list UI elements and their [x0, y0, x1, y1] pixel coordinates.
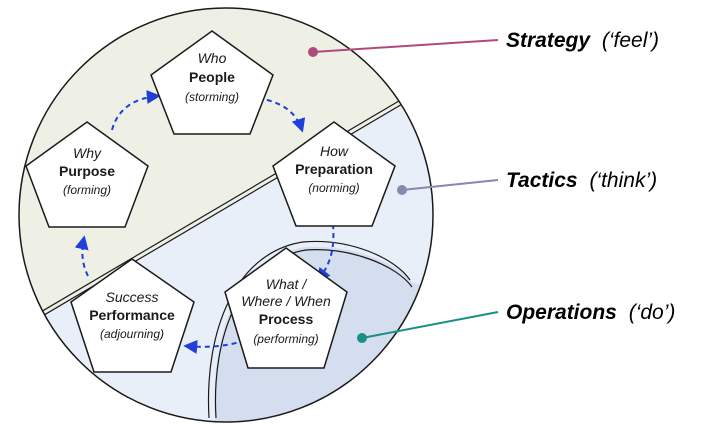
stage-phase: (adjourning) [100, 327, 164, 341]
operations-label: Operations (‘do’) [506, 301, 675, 324]
tactics-label: Tactics (‘think’) [506, 169, 657, 192]
stage-name: Performance [89, 307, 175, 323]
stage-preparation: How Preparation (norming) [272, 121, 396, 227]
strategy-label: Strategy (‘feel’) [506, 29, 659, 52]
stage-performance: Success Performance (adjourning) [70, 258, 195, 373]
strategy-qualifier: (‘feel’) [602, 29, 659, 52]
tactics-name: Tactics [506, 169, 578, 192]
strategy-tactics-divider-inner [19, 69, 433, 342]
stage-question: Why [73, 145, 102, 161]
strategy-tactics-divider [19, 64, 433, 337]
stage-shape [224, 247, 348, 369]
stage-name: People [189, 69, 235, 85]
stage-phase: (performing) [253, 332, 318, 346]
arrow-purpose-to-people [111, 90, 161, 131]
stage-process: What / Where / When Process (performing) [224, 247, 348, 369]
stage-people: Who People (storming) [150, 30, 274, 135]
operations-leader-line [361, 311, 499, 339]
stage-name: Preparation [295, 161, 373, 177]
tactics-leader-dot [397, 185, 407, 195]
strategy-leader-dot [308, 47, 318, 57]
stage-phase: (norming) [308, 181, 359, 195]
level-strategy: Strategy (‘feel’) [308, 29, 659, 57]
stage-phase: (forming) [63, 183, 111, 197]
strategy-zone [19, 8, 433, 340]
stage-question: What / [266, 276, 309, 292]
outer-circle [18, 7, 434, 423]
arrow-people-to-preparation [257, 97, 306, 133]
stage-name: Process [259, 311, 314, 327]
arrow-performance-to-purpose [74, 235, 89, 277]
strategy-leader-line [312, 39, 499, 53]
operations-leader-dot [357, 333, 367, 343]
stage-shape [70, 258, 195, 373]
stage-purpose: Why Purpose (forming) [25, 121, 149, 228]
stage-question: How [320, 143, 349, 159]
strategy-name: Strategy [506, 29, 591, 52]
stage-phase: (storming) [185, 90, 239, 104]
stage-shape [25, 121, 149, 228]
operations-name: Operations [506, 301, 617, 324]
tactics-leader-line [401, 179, 499, 191]
operations-boundary [207, 240, 411, 419]
stage-shape [150, 30, 274, 135]
stage-shape [272, 121, 396, 227]
stage-question: Success [106, 289, 159, 305]
stage-question: Who [198, 50, 227, 66]
tactics-qualifier: (‘think’) [589, 169, 657, 192]
stage-name: Purpose [59, 163, 115, 179]
stage-question-2: Where / When [241, 293, 331, 309]
operations-qualifier: (‘do’) [629, 301, 676, 324]
level-tactics: Tactics (‘think’) [397, 169, 657, 195]
level-operations: Operations (‘do’) [357, 301, 675, 343]
